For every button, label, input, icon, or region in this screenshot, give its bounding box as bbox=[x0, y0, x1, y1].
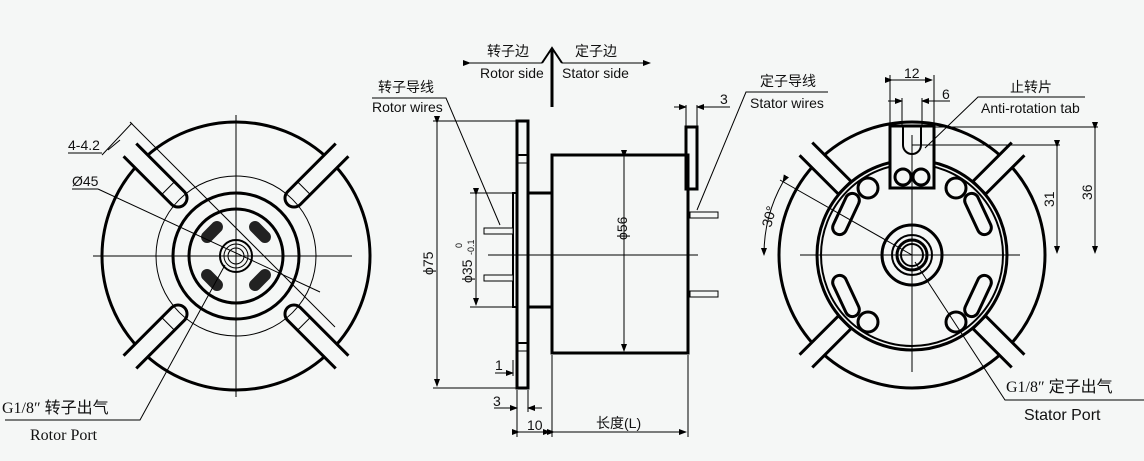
stator-end-view: 12 6 止转片 Anti-rotation tab 31 36 30° G1/… bbox=[758, 65, 1144, 424]
anti-rotation-tab-cn: 止转片 bbox=[1010, 79, 1052, 95]
body-diameter-dimension: ϕ56 bbox=[614, 216, 630, 240]
length-dimension: 长度(L) bbox=[596, 415, 641, 431]
tab-width-dimension: 12 bbox=[904, 65, 920, 81]
rotor-side-en: Rotor side bbox=[480, 65, 544, 81]
rotor-side-cn: 转子边 bbox=[487, 43, 529, 59]
stator-port-label-en: Stator Port bbox=[1024, 407, 1101, 424]
spigot-tol-lower: -0.1 bbox=[466, 239, 476, 255]
flange-thickness-dimension: 3 bbox=[493, 393, 501, 409]
tab-thickness-dimension: 3 bbox=[720, 91, 728, 107]
stator-side-cn: 定子边 bbox=[575, 43, 617, 59]
stator-port-label-cn: G1/8″ 定子出气 bbox=[1006, 378, 1113, 396]
anti-rotation-tab-en: Anti-rotation tab bbox=[981, 100, 1080, 116]
stator-side-en: Stator side bbox=[562, 65, 629, 81]
rotor-end-view: 4-4.2 Ø45 G1/8″ 转子出气 Rotor Port bbox=[2, 115, 372, 444]
angle-dimension: 30° bbox=[758, 204, 779, 229]
rotor-port-label-en: Rotor Port bbox=[30, 427, 98, 444]
side-view: 转子边 Rotor side 定子边 Stator side ϕ75 ϕ35 0… bbox=[372, 43, 828, 437]
plate-dimension: 1 bbox=[495, 357, 503, 373]
rotor-port-label-cn: G1/8″ 转子出气 bbox=[2, 399, 109, 417]
pcd-dimension: Ø45 bbox=[72, 173, 99, 189]
spigot-tol-upper: 0 bbox=[454, 243, 464, 248]
slot-dimension: 4-4.2 bbox=[68, 137, 100, 153]
dimension-36: 36 bbox=[1079, 184, 1095, 200]
dimension-31: 31 bbox=[1041, 191, 1057, 207]
hub-length-dimension: 10 bbox=[527, 417, 543, 433]
rotor-wires-en: Rotor wires bbox=[372, 99, 443, 115]
stator-wires-cn: 定子导线 bbox=[760, 73, 816, 89]
rotor-wires-cn: 转子导线 bbox=[378, 79, 434, 95]
flange-diameter-dimension: ϕ75 bbox=[420, 251, 436, 275]
spigot-diameter-dimension: ϕ35 bbox=[459, 259, 475, 283]
slot-width-dimension: 6 bbox=[942, 86, 950, 102]
stator-wires-en: Stator wires bbox=[750, 95, 824, 111]
